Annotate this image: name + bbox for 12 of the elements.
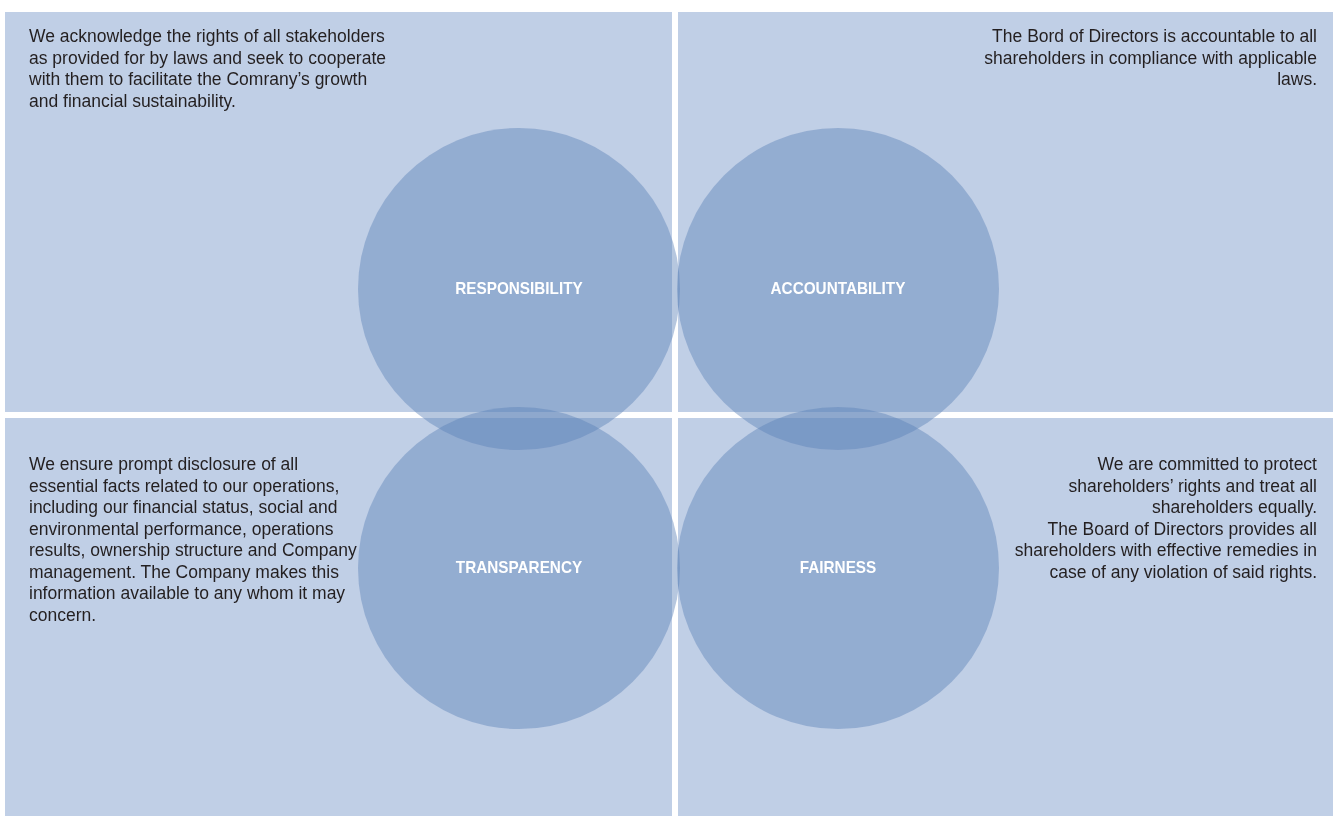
- circle-label: TRANSPARENCY: [454, 558, 584, 578]
- circle-label: RESPONSIBILITY: [454, 279, 584, 299]
- body-text: The Bord of Directors is accountable to all shareholders in compliance with applicable laws.: [983, 26, 1317, 91]
- quadrant-panel: [678, 12, 1333, 412]
- quadrant-panel: [5, 12, 672, 412]
- circle-label: ACCOUNTABILITY: [769, 279, 907, 299]
- circle-label: FAIRNESS: [798, 558, 878, 578]
- body-text: We are committed to protect shareholders’ rights and treat all shareholders equally. The Board of Directors provides all shareholders with effective remedies in case of any violation of said rights.: [1013, 454, 1317, 583]
- quadrant-panel: [678, 418, 1333, 816]
- quadrant-panel: [5, 418, 672, 816]
- body-text: We acknowledge the rights of all stakeholders as provided for by laws and seek to cooperate with them to facilitate the Comrany’s growth and financial sustainability.: [29, 26, 387, 112]
- body-text: We ensure prompt disclosure of all essential facts related to our operations, including our financial status, social and environmental performance, operations results, ownership structure and Company management. The Company makes this information available to any whom it may concern.: [29, 454, 358, 626]
